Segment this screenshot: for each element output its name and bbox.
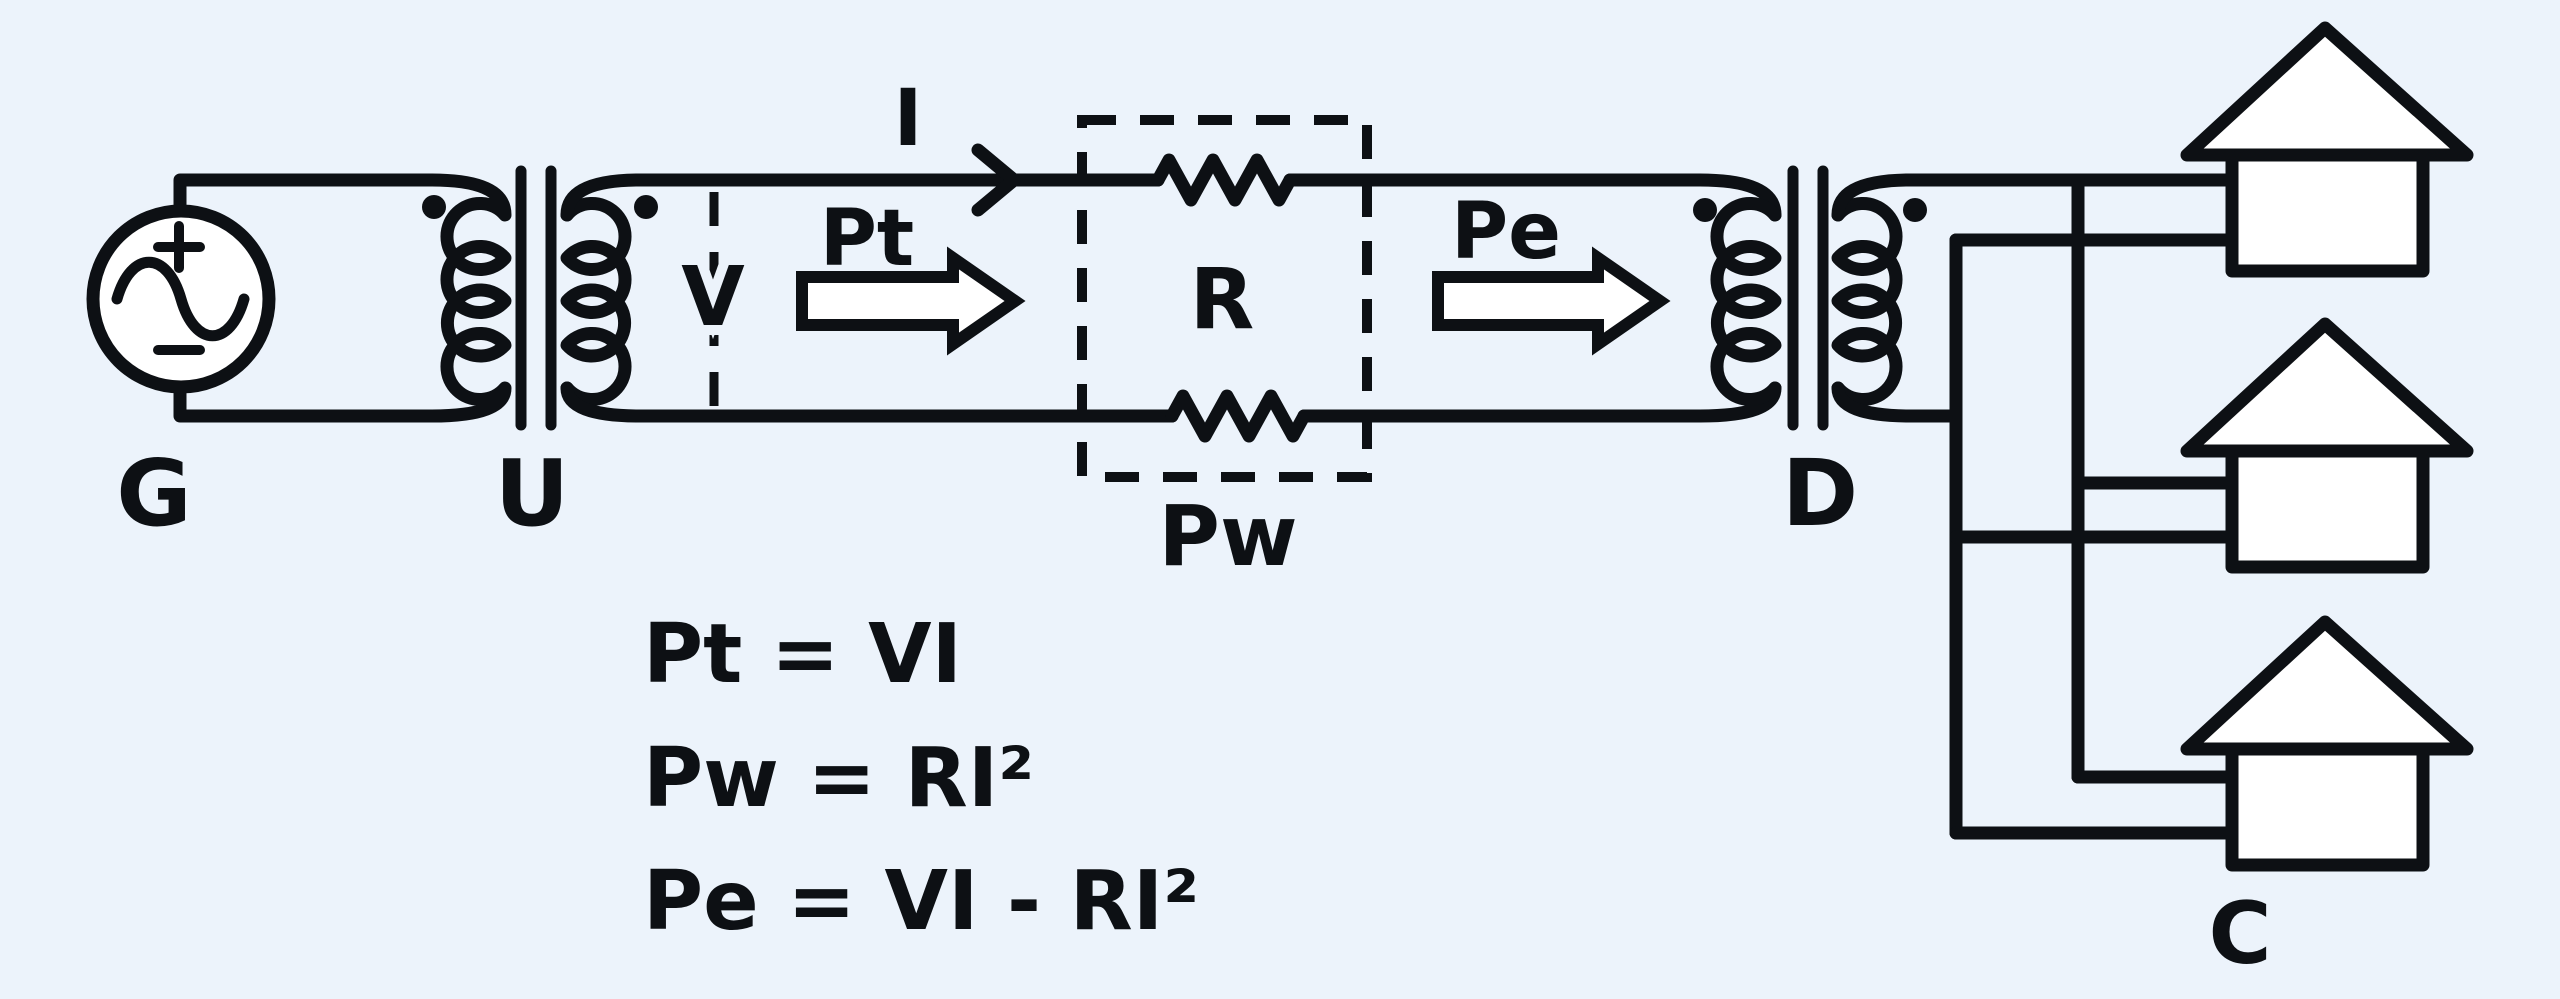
power-transmitted-label: Pt bbox=[820, 194, 914, 284]
distribution-top-wire bbox=[1831, 173, 2239, 222]
house-roof bbox=[2180, 615, 2474, 756]
phase-dot bbox=[634, 195, 658, 219]
transformer-secondary-coil bbox=[560, 197, 632, 406]
house-icon bbox=[2180, 615, 2474, 872]
generator-loop-wire bbox=[173, 173, 512, 423]
power-wasted-label: Pw bbox=[1158, 487, 1297, 585]
voltage-label: V bbox=[681, 250, 745, 345]
resistor-icon bbox=[1165, 389, 1311, 443]
power-transmitted-arrow-icon bbox=[796, 246, 1026, 356]
house-roof bbox=[2180, 21, 2474, 162]
line-bottom-wire bbox=[1297, 381, 1782, 423]
transformer-primary-coil bbox=[1710, 197, 1782, 406]
resistor-icon bbox=[1151, 153, 1297, 207]
distribution-bottom-wire bbox=[1831, 381, 1963, 423]
formula-power-wasted: Pw = RI² bbox=[643, 731, 1034, 826]
distribution-wiring bbox=[1831, 173, 2239, 840]
formula-power-delivered: Pe = VI - RI² bbox=[643, 854, 1199, 949]
phase-dot bbox=[422, 195, 446, 219]
house-body bbox=[2225, 148, 2430, 278]
current-direction-arrow-icon bbox=[971, 143, 1021, 217]
current-label: I bbox=[893, 74, 922, 164]
line-top-wire bbox=[560, 173, 1165, 222]
house-icon bbox=[2180, 317, 2474, 574]
formula-power-transmitted: Pt = VI bbox=[643, 607, 962, 702]
house-icon bbox=[2180, 21, 2474, 278]
step-up-transformer-icon bbox=[422, 165, 658, 431]
power-delivered-label: Pe bbox=[1451, 187, 1561, 277]
transformer-secondary-coil bbox=[1831, 197, 1903, 406]
plus-icon bbox=[153, 221, 205, 273]
step-up-transformer-label: U bbox=[495, 440, 570, 547]
line-bottom-wire bbox=[560, 381, 1179, 423]
power-delivered-arrow-icon bbox=[1432, 246, 1671, 356]
generator-label: G bbox=[116, 440, 192, 547]
step-down-transformer-icon bbox=[1693, 165, 1927, 431]
line-resistance-box bbox=[1077, 115, 1372, 482]
line-resistance-label: R bbox=[1190, 250, 1255, 348]
house-roof bbox=[2180, 317, 2474, 458]
generator-primary-loop bbox=[86, 173, 512, 423]
house-body bbox=[2225, 742, 2430, 872]
house-body bbox=[2225, 444, 2430, 574]
phase-dot bbox=[1903, 198, 1927, 222]
consumers-label: C bbox=[2208, 884, 2271, 984]
step-down-transformer-label: D bbox=[1782, 440, 1858, 547]
phase-dot bbox=[1693, 198, 1717, 222]
sine-wave-icon bbox=[111, 256, 250, 342]
